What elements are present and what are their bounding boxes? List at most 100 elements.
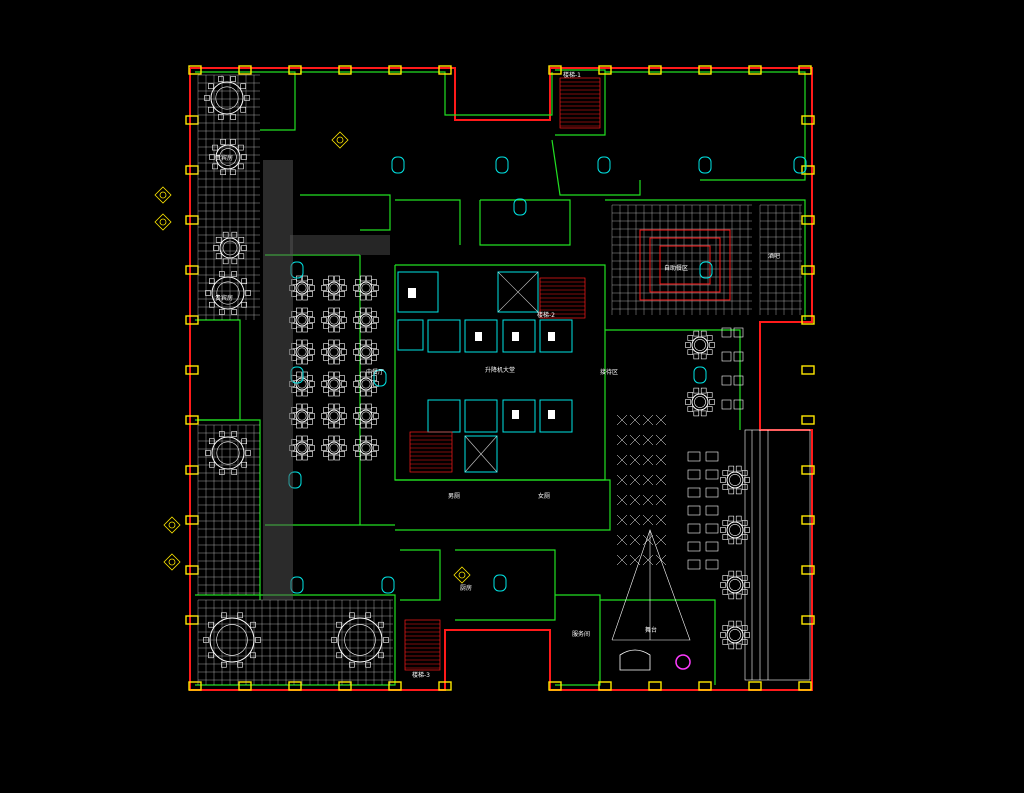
round-table xyxy=(327,377,341,391)
chair xyxy=(706,392,713,398)
round-table xyxy=(327,441,341,455)
chair xyxy=(360,403,366,410)
chair xyxy=(355,355,361,361)
chair xyxy=(245,290,251,296)
round-table xyxy=(691,336,709,354)
piano xyxy=(619,649,651,671)
round-table-inner xyxy=(297,379,307,389)
bar-counter xyxy=(744,429,811,681)
column xyxy=(598,65,612,75)
chair xyxy=(328,454,334,461)
chair xyxy=(371,323,377,329)
column xyxy=(801,615,815,625)
chair xyxy=(693,353,700,360)
chair xyxy=(355,291,361,297)
chair xyxy=(720,582,726,588)
column xyxy=(798,65,812,75)
label-private-room-a: 贵宾房 xyxy=(215,154,233,162)
chair xyxy=(203,637,209,643)
chair xyxy=(360,275,366,282)
chair xyxy=(334,339,340,346)
dining-chair-pair xyxy=(616,474,628,486)
chair xyxy=(360,339,366,346)
chair xyxy=(302,403,308,410)
chair xyxy=(700,387,707,394)
chair xyxy=(334,390,340,397)
chair xyxy=(244,95,250,101)
round-table-inner xyxy=(297,315,307,325)
marker xyxy=(154,186,172,204)
chair xyxy=(687,406,694,412)
round-table-inner xyxy=(219,148,237,166)
dining-chair-pair xyxy=(616,434,628,446)
booth-table xyxy=(705,487,719,498)
fixture xyxy=(513,198,527,216)
chair xyxy=(339,279,345,285)
round-table xyxy=(219,237,241,259)
chair xyxy=(323,291,329,297)
chair xyxy=(231,431,237,437)
chair xyxy=(215,253,222,260)
booth-table xyxy=(687,541,701,552)
hatched-corridor-b xyxy=(290,235,390,255)
chair xyxy=(208,83,214,90)
chair xyxy=(706,406,713,412)
dining-chair-pair xyxy=(642,514,654,526)
chair xyxy=(722,575,729,581)
label-male-wc: 男厕 xyxy=(448,493,460,500)
round-table-inner xyxy=(329,379,339,389)
chair xyxy=(339,419,345,425)
chair xyxy=(366,339,372,346)
chair xyxy=(321,285,327,291)
chair xyxy=(302,326,308,333)
round-table-inner xyxy=(297,347,307,357)
marker-core xyxy=(336,136,344,144)
dining-chair-pair xyxy=(655,514,667,526)
dining-chair-pair xyxy=(629,474,641,486)
chair xyxy=(373,445,379,451)
chair xyxy=(366,358,372,365)
chair xyxy=(709,399,715,405)
chair xyxy=(241,301,247,308)
chair xyxy=(334,435,340,442)
chair xyxy=(339,343,345,349)
column xyxy=(238,681,252,691)
chair xyxy=(328,339,334,346)
chair xyxy=(302,275,308,282)
chair xyxy=(334,307,340,314)
chair xyxy=(296,403,302,410)
dining-chair-pair xyxy=(655,414,667,426)
chair xyxy=(334,358,340,365)
chair xyxy=(204,95,210,101)
marker xyxy=(163,553,181,571)
label-stair-a: 楼梯-1 xyxy=(563,71,581,79)
round-table-inner xyxy=(694,339,706,351)
fixture xyxy=(495,156,509,174)
dining-chair-pair xyxy=(629,494,641,506)
round-table xyxy=(327,313,341,327)
dining-chair-pair xyxy=(629,514,641,526)
round-table xyxy=(210,81,244,115)
chair xyxy=(215,236,222,243)
chair xyxy=(307,323,313,329)
booth-table xyxy=(687,487,701,498)
chair xyxy=(355,439,361,445)
chair xyxy=(237,661,243,668)
chair xyxy=(349,661,355,668)
chair xyxy=(307,311,313,317)
chair xyxy=(744,582,750,588)
chair xyxy=(371,291,377,297)
fixture xyxy=(699,261,713,279)
chair xyxy=(722,470,729,476)
chair xyxy=(296,307,302,314)
dining-chair-pair xyxy=(616,454,628,466)
round-table-inner xyxy=(729,579,741,591)
chair xyxy=(296,371,302,378)
chair xyxy=(366,454,372,461)
round-table-inner xyxy=(222,240,238,256)
chair xyxy=(221,612,227,619)
chair xyxy=(720,477,726,483)
fixture xyxy=(391,156,405,174)
